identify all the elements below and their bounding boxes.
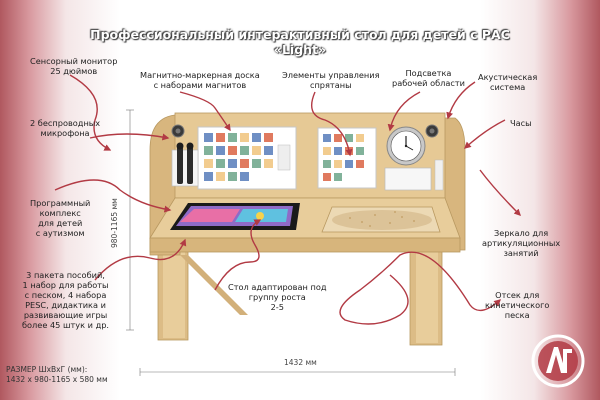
label-microphones: 2 беспроводных микрофона: [30, 118, 101, 138]
dimension-width: 1432 мм: [284, 358, 317, 367]
label-mirror: Зеркало для артикуляционных занятий: [482, 228, 561, 258]
annotation-arrows: [54, 74, 521, 325]
label-growth-group: Стол адаптирован под группу роста 2-5: [228, 282, 327, 312]
label-acoustic-system: Акустическая система: [478, 72, 538, 92]
page-title: Профессиональный интерактивный стол для …: [90, 27, 510, 57]
dimension-height: 980-1165 мм: [110, 198, 119, 248]
touch-monitor: [170, 203, 300, 230]
size-summary: РАЗМЕР ШхВхГ (мм): 1432 х 980-1165 х 580…: [6, 365, 108, 385]
clock-icon: [386, 126, 426, 166]
label-program-complex: Программный комплекс для детей с аутизмо…: [30, 198, 91, 238]
label-sand-compartment: Отсек для кинетического песка: [485, 290, 550, 320]
title-line-2: «Light»: [273, 42, 327, 57]
brand-logo-icon: [531, 334, 585, 388]
magnetic-board: [197, 126, 377, 190]
desk-legs: [157, 239, 443, 346]
label-work-light: Подсветка рабочей области: [392, 68, 465, 88]
label-kits: 3 пакета пособий, 1 набор для работы с п…: [22, 270, 110, 330]
title-line-1: Профессиональный интерактивный стол для …: [90, 27, 510, 42]
label-clock: Часы: [510, 118, 532, 128]
size-value: 1432 х 980-1165 х 580 мм: [6, 375, 108, 384]
dimension-lines: [126, 109, 456, 376]
sand-tray: [321, 206, 441, 233]
speaker-icon: [171, 124, 439, 138]
label-magnetic-board: Магнитно-маркерная доска с наборами магн…: [140, 70, 260, 90]
label-touch-monitor: Сенсорный монитор 25 дюймов: [30, 56, 118, 76]
size-label: РАЗМЕР ШхВхГ (мм):: [6, 365, 88, 374]
mirror-panels: [384, 159, 444, 191]
label-hidden-controls: Элементы управления спрятаны: [282, 70, 380, 90]
desk-table-edge: [149, 237, 461, 253]
microphone-icon: [171, 142, 199, 187]
